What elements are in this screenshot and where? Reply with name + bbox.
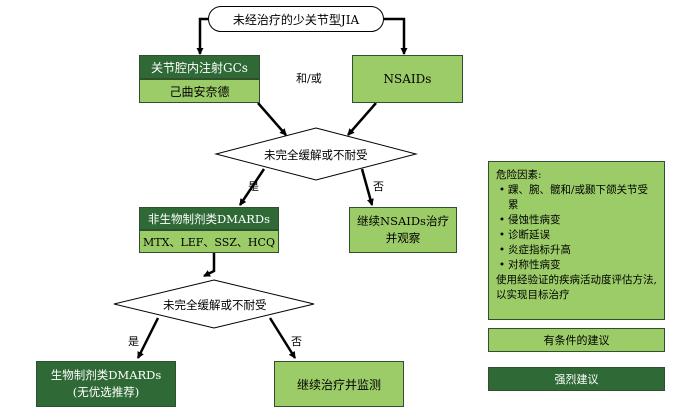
risk-item: 炎症指标升高 bbox=[496, 243, 657, 258]
monitor-box: 继续治疗并监测 bbox=[274, 361, 404, 407]
decision2-no-label: 否 bbox=[291, 335, 302, 348]
arrow-decision2-yes bbox=[136, 317, 160, 359]
decision1-label: 未完全缓解或不耐受 bbox=[264, 148, 368, 162]
risk-item: 对称性病变 bbox=[496, 258, 657, 273]
start-label: 未经治疗的少关节型JIA bbox=[232, 12, 360, 27]
risk-item: 诊断延误 bbox=[496, 228, 657, 243]
arrow-dmards-to-decision2 bbox=[203, 253, 216, 278]
biologic-line1: 生物制剂类DMARDs bbox=[50, 368, 162, 382]
continue-nsaids-box: 继续NSAIDs治疗 并观察 bbox=[349, 207, 457, 253]
continue-nsaids-line2: 并观察 bbox=[385, 231, 421, 245]
risk-item: 踝、腕、髋和/或颞下颌关节受累 bbox=[496, 183, 657, 213]
risk-list: 踝、腕、髋和/或颞下颌关节受累 侵蚀性病变 诊断延误 炎症指标升高 对称性病变 bbox=[496, 183, 657, 273]
dmards-title-label: 非生物制剂类DMARDs bbox=[147, 211, 271, 226]
risk-factors-panel: 危险因素: 踝、腕、髋和/或颞下颌关节受累 侵蚀性病变 诊断延误 炎症指标升高 … bbox=[488, 161, 665, 320]
legend-strong: 强烈建议 bbox=[488, 367, 665, 391]
arrow-start-to-gc bbox=[196, 17, 208, 55]
biologic-box: 生物制剂类DMARDs (无优选推荐) bbox=[36, 361, 176, 407]
gc-title-box: 关节腔内注射GCs bbox=[139, 55, 260, 79]
risk-footer: 使用经验证的疾病活动度评估方法,以实现目标治疗 bbox=[496, 274, 657, 301]
dmards-drugs-label: MTX、LEF、SSZ、HCQ bbox=[143, 235, 275, 249]
and-or-label: 和/或 bbox=[296, 72, 322, 85]
gc-title-label: 关节腔内注射GCs bbox=[151, 60, 248, 75]
biologic-line2: (无优选推荐) bbox=[72, 385, 140, 399]
risk-item: 侵蚀性病变 bbox=[496, 213, 657, 228]
nsaids-label: NSAIDs bbox=[383, 72, 432, 86]
legend-conditional-label: 有条件的建议 bbox=[543, 334, 610, 347]
arrow-nsaids-to-decision1 bbox=[347, 102, 377, 136]
monitor-label: 继续治疗并监测 bbox=[296, 377, 381, 392]
legend-conditional: 有条件的建议 bbox=[488, 328, 665, 352]
decision2-diamond bbox=[113, 279, 315, 329]
continue-nsaids-line1: 继续NSAIDs治疗 bbox=[357, 214, 449, 228]
decision1-yes-label: 是 bbox=[248, 180, 259, 193]
dmards-drugs-box: MTX、LEF、SSZ、HCQ bbox=[139, 230, 279, 253]
decision2-yes-label: 是 bbox=[128, 335, 139, 348]
start-node: 未经治疗的少关节型JIA bbox=[208, 6, 384, 32]
arrow-gc-to-decision1 bbox=[257, 102, 287, 136]
arrow-decision1-no bbox=[360, 168, 374, 206]
arrow-decision1-yes bbox=[238, 168, 266, 206]
nsaids-box: NSAIDs bbox=[352, 55, 463, 103]
decision1-no-label: 否 bbox=[373, 180, 384, 193]
decision1-diamond bbox=[214, 127, 418, 181]
gc-drug-label: 己曲安奈德 bbox=[169, 84, 230, 99]
legend-strong-label: 强烈建议 bbox=[554, 373, 599, 386]
decision2-label: 未完全缓解或不耐受 bbox=[163, 298, 267, 312]
arrow-start-to-nsaids bbox=[384, 17, 408, 55]
dmards-title-box: 非生物制剂类DMARDs bbox=[139, 207, 279, 230]
gc-drug-box: 己曲安奈德 bbox=[139, 79, 260, 103]
risk-title: 危险因素: bbox=[496, 169, 542, 181]
arrow-decision2-no bbox=[268, 317, 297, 359]
